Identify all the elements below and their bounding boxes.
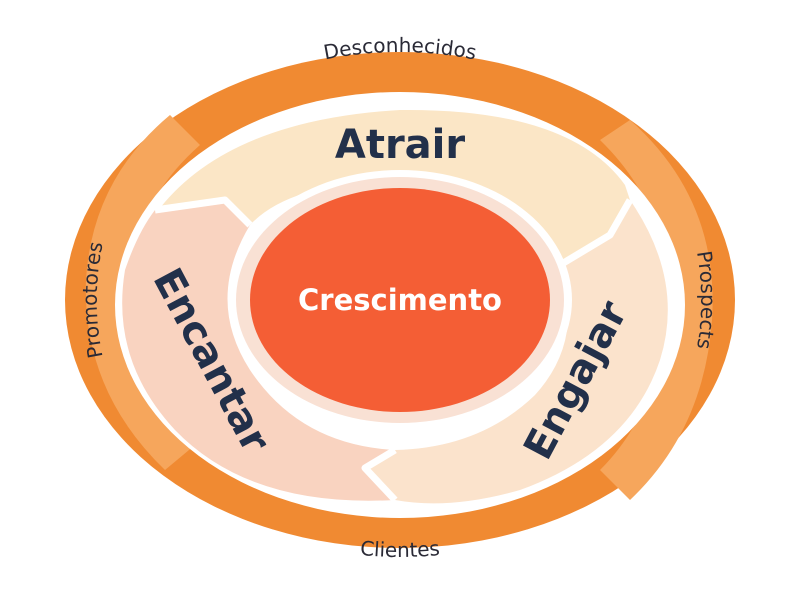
outer-label-prospects: Prospects <box>692 249 720 351</box>
center-circle <box>250 188 550 412</box>
outer-label-prospects-path: Prospects <box>692 249 720 351</box>
stage-label-atrair: Atrair <box>335 122 466 168</box>
separator-atrair-engajar <box>558 198 634 269</box>
outer-ring-band-right <box>600 120 713 500</box>
segment-engajar <box>365 200 668 504</box>
outer-label-clientes: Clientes <box>359 536 440 562</box>
center-label: Crescimento <box>298 283 502 317</box>
segment-atrair <box>160 109 630 265</box>
segment-encantar <box>122 200 395 501</box>
separator-atrair-encantar <box>154 196 253 228</box>
outer-label-clientes-path: Clientes <box>359 536 440 562</box>
separator-engajar-encantar <box>361 446 398 503</box>
outer-ring-band-left <box>85 115 200 470</box>
